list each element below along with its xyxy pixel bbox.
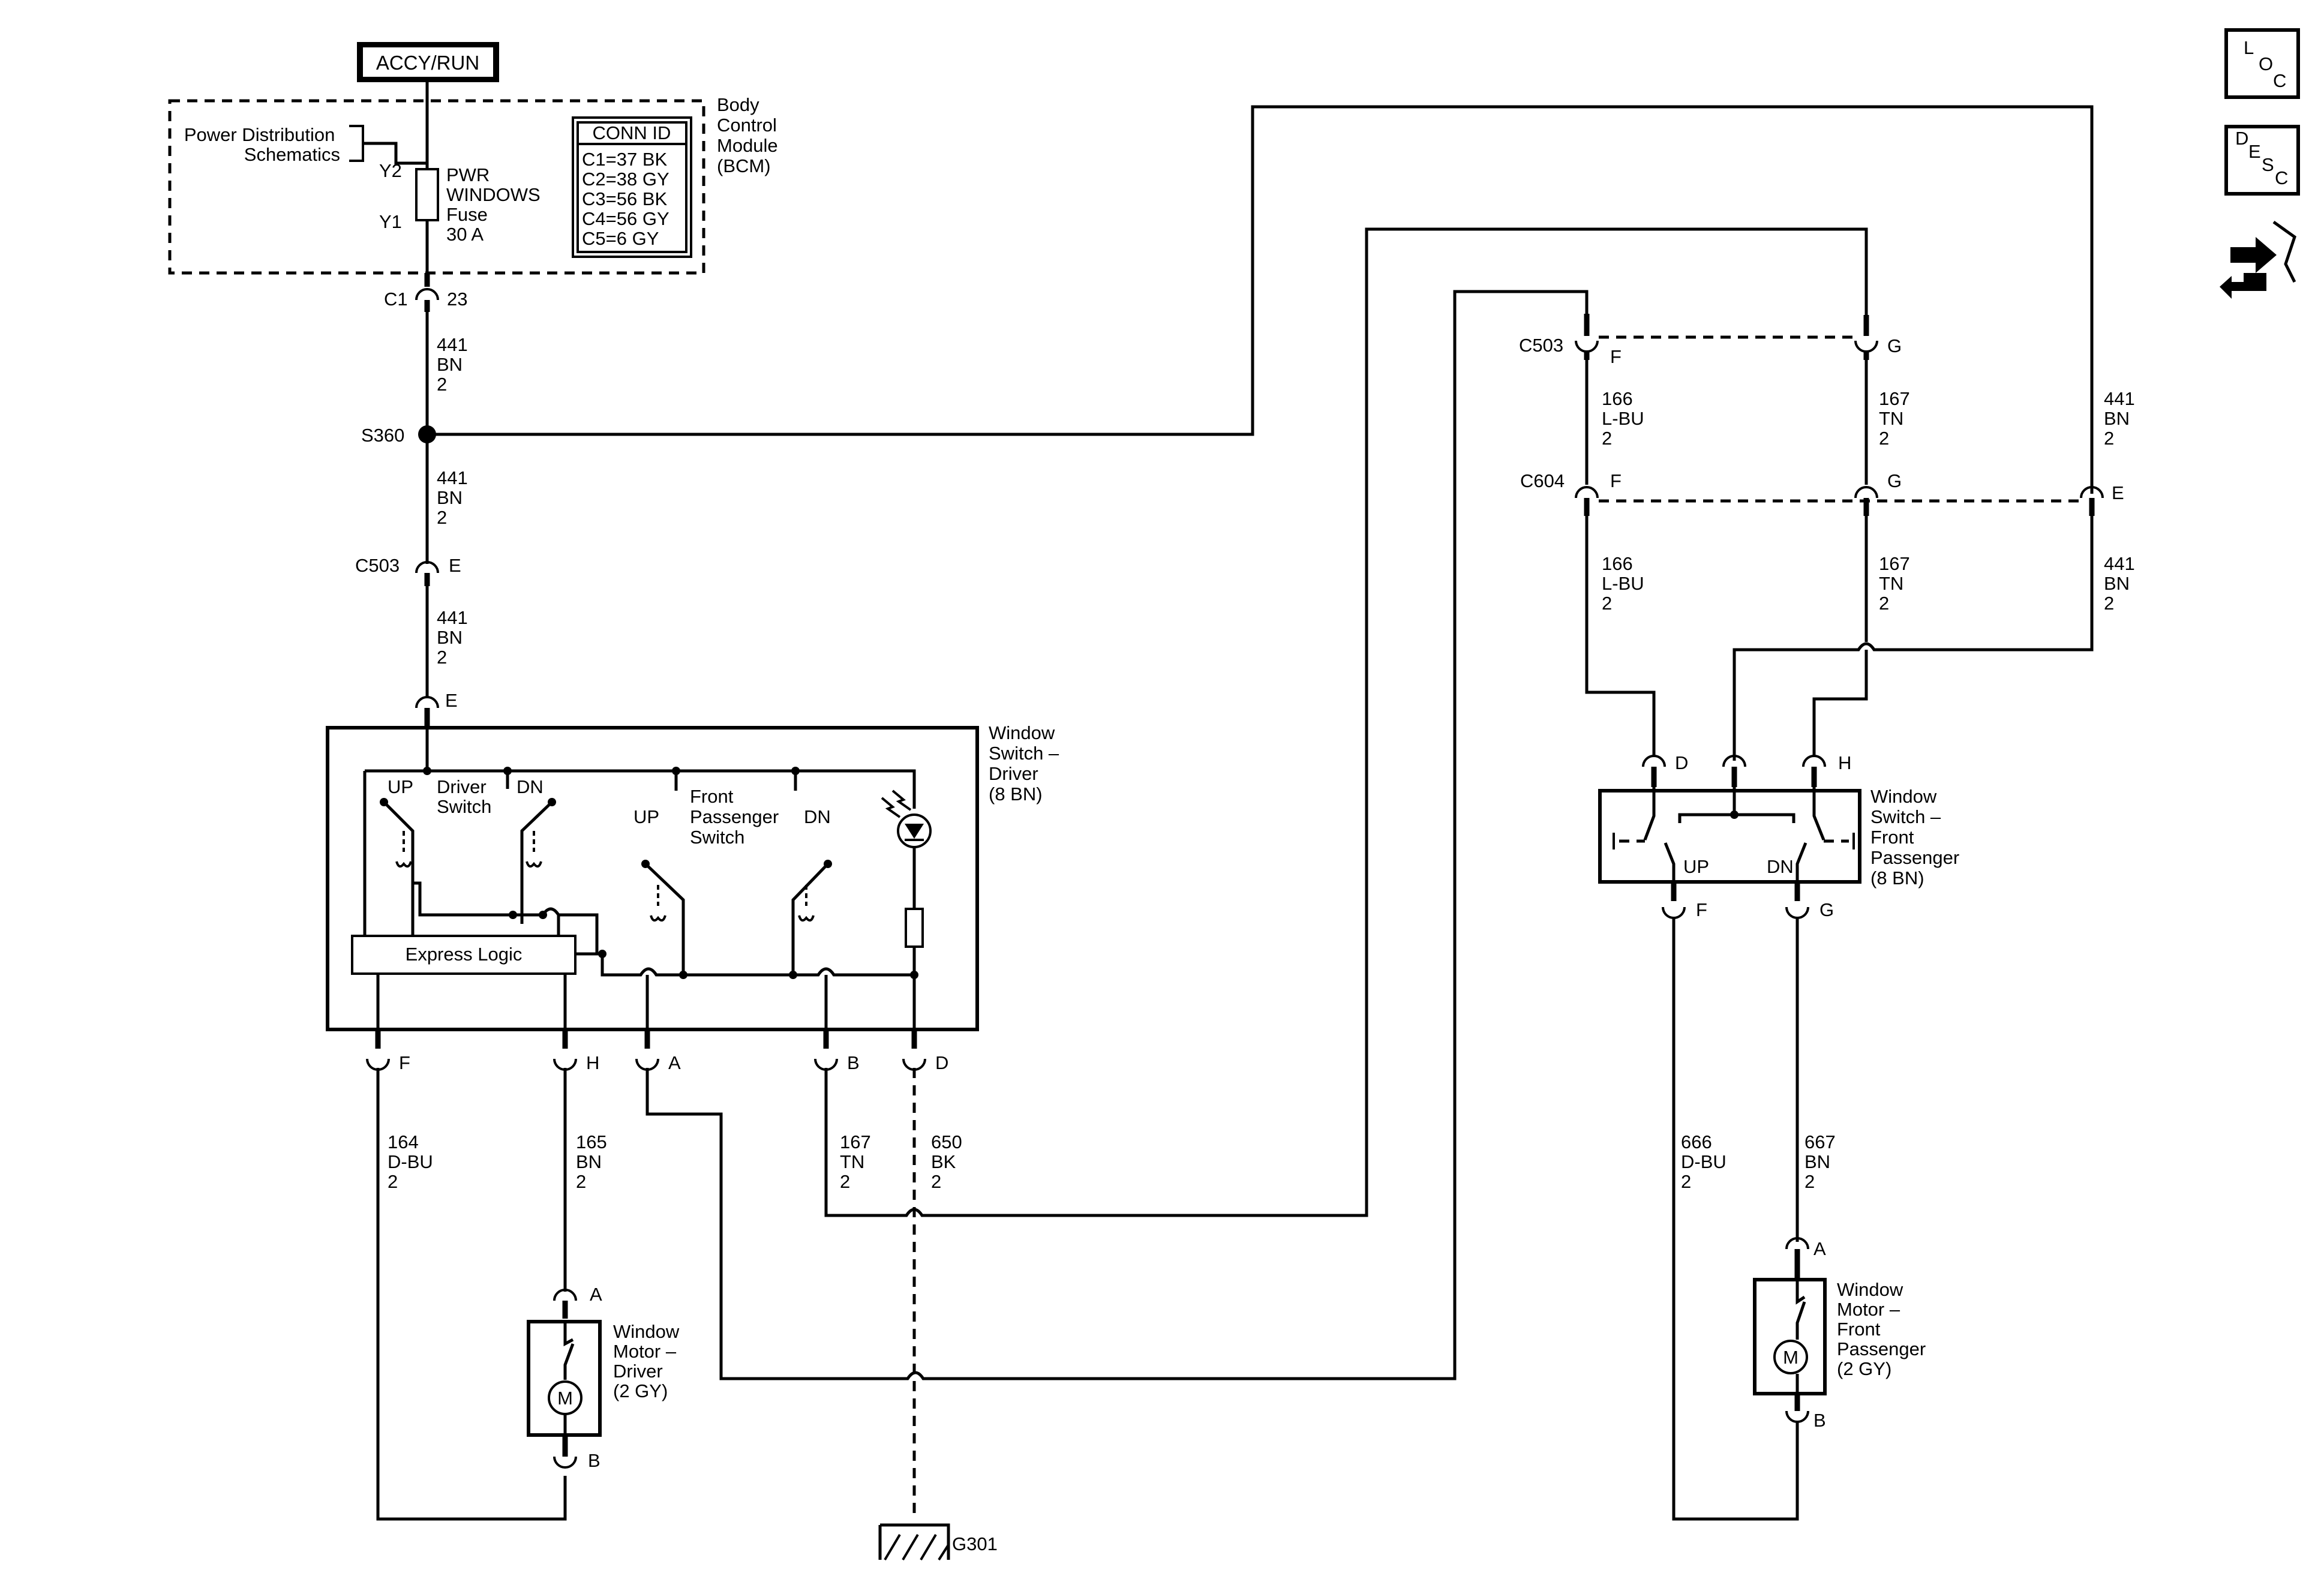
svg-text:O: O: [2259, 53, 2273, 74]
wire-441-label-3: 441 BN 2: [437, 607, 473, 668]
connector-c503-label: C503: [355, 555, 400, 576]
window-switch-driver: Window Switch – Driver (8 BN) UP DN Driv…: [326, 722, 1064, 1031]
driver-switch-up-label: UP: [388, 776, 413, 797]
conn-id-rows: C1=37 BK C2=38 GY C3=56 BK C4=56 GY C5=6…: [582, 149, 674, 249]
passenger-switch-up-label: UP: [633, 806, 659, 827]
wire-667-label: 667 BN 2: [1804, 1131, 1840, 1192]
svg-text:D: D: [935, 1052, 948, 1073]
passenger-motor-circuits: 666 D-BU 2 667 BN 2: [1672, 917, 1840, 1521]
svg-text:E: E: [2112, 482, 2124, 503]
pin-y1: Y1: [379, 211, 402, 232]
svg-text:D: D: [2235, 128, 2248, 149]
svg-text:C: C: [2275, 167, 2288, 188]
svg-text:A: A: [590, 1284, 602, 1305]
fuse-label: PWR WINDOWS Fuse 30 A: [446, 164, 545, 245]
fuse-symbol: [415, 168, 439, 221]
body-control-module: Body Control Module (BCM) Power Distribu…: [168, 82, 783, 287]
passenger-switch-up: UP: [1683, 856, 1709, 877]
front-passenger-switch-name: Front Passenger Switch: [690, 786, 784, 848]
window-switch-front-passenger-label: Window Switch – Front Passenger (8 BN): [1870, 786, 1965, 888]
svg-text:D: D: [1675, 752, 1688, 773]
window-motor-driver-label: Window Motor – Driver (2 GY): [613, 1321, 684, 1401]
pin-y2: Y2: [379, 160, 402, 181]
driver-switch-connectors: F H A B D: [366, 1029, 948, 1073]
window-motor-front-passenger: A M B Window Motor – Front Passenger (2 …: [1753, 1237, 1931, 1431]
svg-text:E: E: [2248, 141, 2261, 162]
bcm-label: Body Control Module (BCM): [717, 94, 783, 176]
power-distribution-ref[interactable]: Power Distribution Schematics: [184, 124, 340, 165]
illumination-led: [881, 789, 932, 979]
wire-666-label: 666 D-BU 2: [1681, 1131, 1731, 1192]
front-passenger-switch-contacts: [641, 860, 832, 979]
svg-text:F: F: [399, 1052, 410, 1073]
wire-164-label: 164 D-BU 2: [388, 1131, 438, 1192]
svg-text:F: F: [1696, 899, 1707, 920]
passenger-switch-dn-label: DN: [804, 806, 831, 827]
svg-text:A: A: [1813, 1238, 1826, 1259]
right-harness: C503 F G 166 L-BU 2 167 TN 2 441 BN 2 C6…: [1519, 314, 2140, 761]
svg-text:B: B: [1813, 1410, 1826, 1431]
connector-c1-label: C1: [384, 289, 408, 310]
driver-switch-name: Driver Switch: [437, 776, 491, 817]
ground-label: G301: [952, 1533, 998, 1554]
driver-switch-dn-label: DN: [517, 776, 544, 797]
svg-text:H: H: [1838, 752, 1851, 773]
window-motor-front-passenger-label: Window Motor – Front Passenger (2 GY): [1837, 1279, 1931, 1379]
svg-text:G: G: [1887, 470, 1902, 491]
svg-text:F: F: [1610, 346, 1622, 367]
driver-switch-pin-e: E: [445, 690, 458, 711]
splice-s360-label: S360: [361, 425, 404, 446]
svg-text:G: G: [1887, 335, 1902, 356]
driver-switch-contacts: [380, 798, 599, 954]
passenger-switch-dn: DN: [1767, 856, 1794, 877]
connector-c503-right-label: C503: [1519, 335, 1563, 356]
wire-167-label-right-2: 167 TN 2: [1879, 553, 1915, 614]
svg-text:S: S: [2262, 154, 2274, 175]
wire-167-label: 167 TN 2: [840, 1131, 876, 1192]
motor-symbol-passenger: M: [1783, 1347, 1798, 1368]
wire-167-label-right-1: 167 TN 2: [1879, 388, 1915, 449]
wire-441-label-1: 441 BN 2: [437, 334, 473, 395]
connector-c1-pin: 23: [447, 289, 467, 310]
desc-button[interactable]: D E S C: [2224, 125, 2300, 196]
motor-symbol: M: [557, 1388, 573, 1409]
wire-441-label-right-2: 441 BN 2: [2104, 553, 2140, 614]
svg-text:B: B: [847, 1052, 860, 1073]
power-source-accy-run: ACCY/RUN: [357, 42, 499, 82]
wire-441-label-right-1: 441 BN 2: [2104, 388, 2140, 449]
svg-text:H: H: [586, 1052, 599, 1073]
svg-text:B: B: [588, 1450, 600, 1471]
svg-text:L: L: [2244, 37, 2254, 58]
loc-button[interactable]: L O C: [2224, 28, 2300, 99]
connector-c503-pin-e: E: [449, 555, 461, 576]
connector-end-view-icon[interactable]: [2220, 220, 2296, 299]
window-switch-front-passenger: D H Window Switch – Front Passenger (8 B…: [1598, 752, 1965, 920]
express-logic-label: Express Logic: [406, 944, 523, 965]
conn-id-header: CONN ID: [593, 122, 671, 143]
ground-g301: G301: [878, 1523, 998, 1561]
wire-441-label-2: 441 BN 2: [437, 467, 473, 528]
window-switch-driver-label: Window Switch – Driver (8 BN): [989, 722, 1064, 804]
feed-circuit-441: C1 23 441 BN 2 S360 441 BN 2 C503 E 441 …: [355, 105, 2094, 726]
wire-166-label-1: 166 L-BU 2: [1602, 388, 1649, 449]
conn-id-table: CONN ID C1=37 BK C2=38 GY C3=56 BK C4=56…: [572, 116, 692, 258]
window-motor-driver: A M B Window Motor – Driver (2 GY): [527, 1284, 684, 1471]
svg-text:G: G: [1819, 899, 1834, 920]
wire-165-label: 165 BN 2: [576, 1131, 612, 1192]
driver-motor-circuits: 164 D-BU 2 165 BN 2 167 TN 2 650 BK 2: [376, 227, 1868, 1521]
svg-text:A: A: [668, 1052, 681, 1073]
svg-text:C: C: [2273, 70, 2286, 91]
connector-c604-label: C604: [1520, 470, 1565, 491]
wire-650-label: 650 BK 2: [931, 1131, 967, 1192]
power-source-label: ACCY/RUN: [376, 52, 479, 74]
resistor-symbol: [905, 908, 924, 948]
wire-166-label-2: 166 L-BU 2: [1602, 553, 1649, 614]
svg-text:F: F: [1610, 470, 1622, 491]
